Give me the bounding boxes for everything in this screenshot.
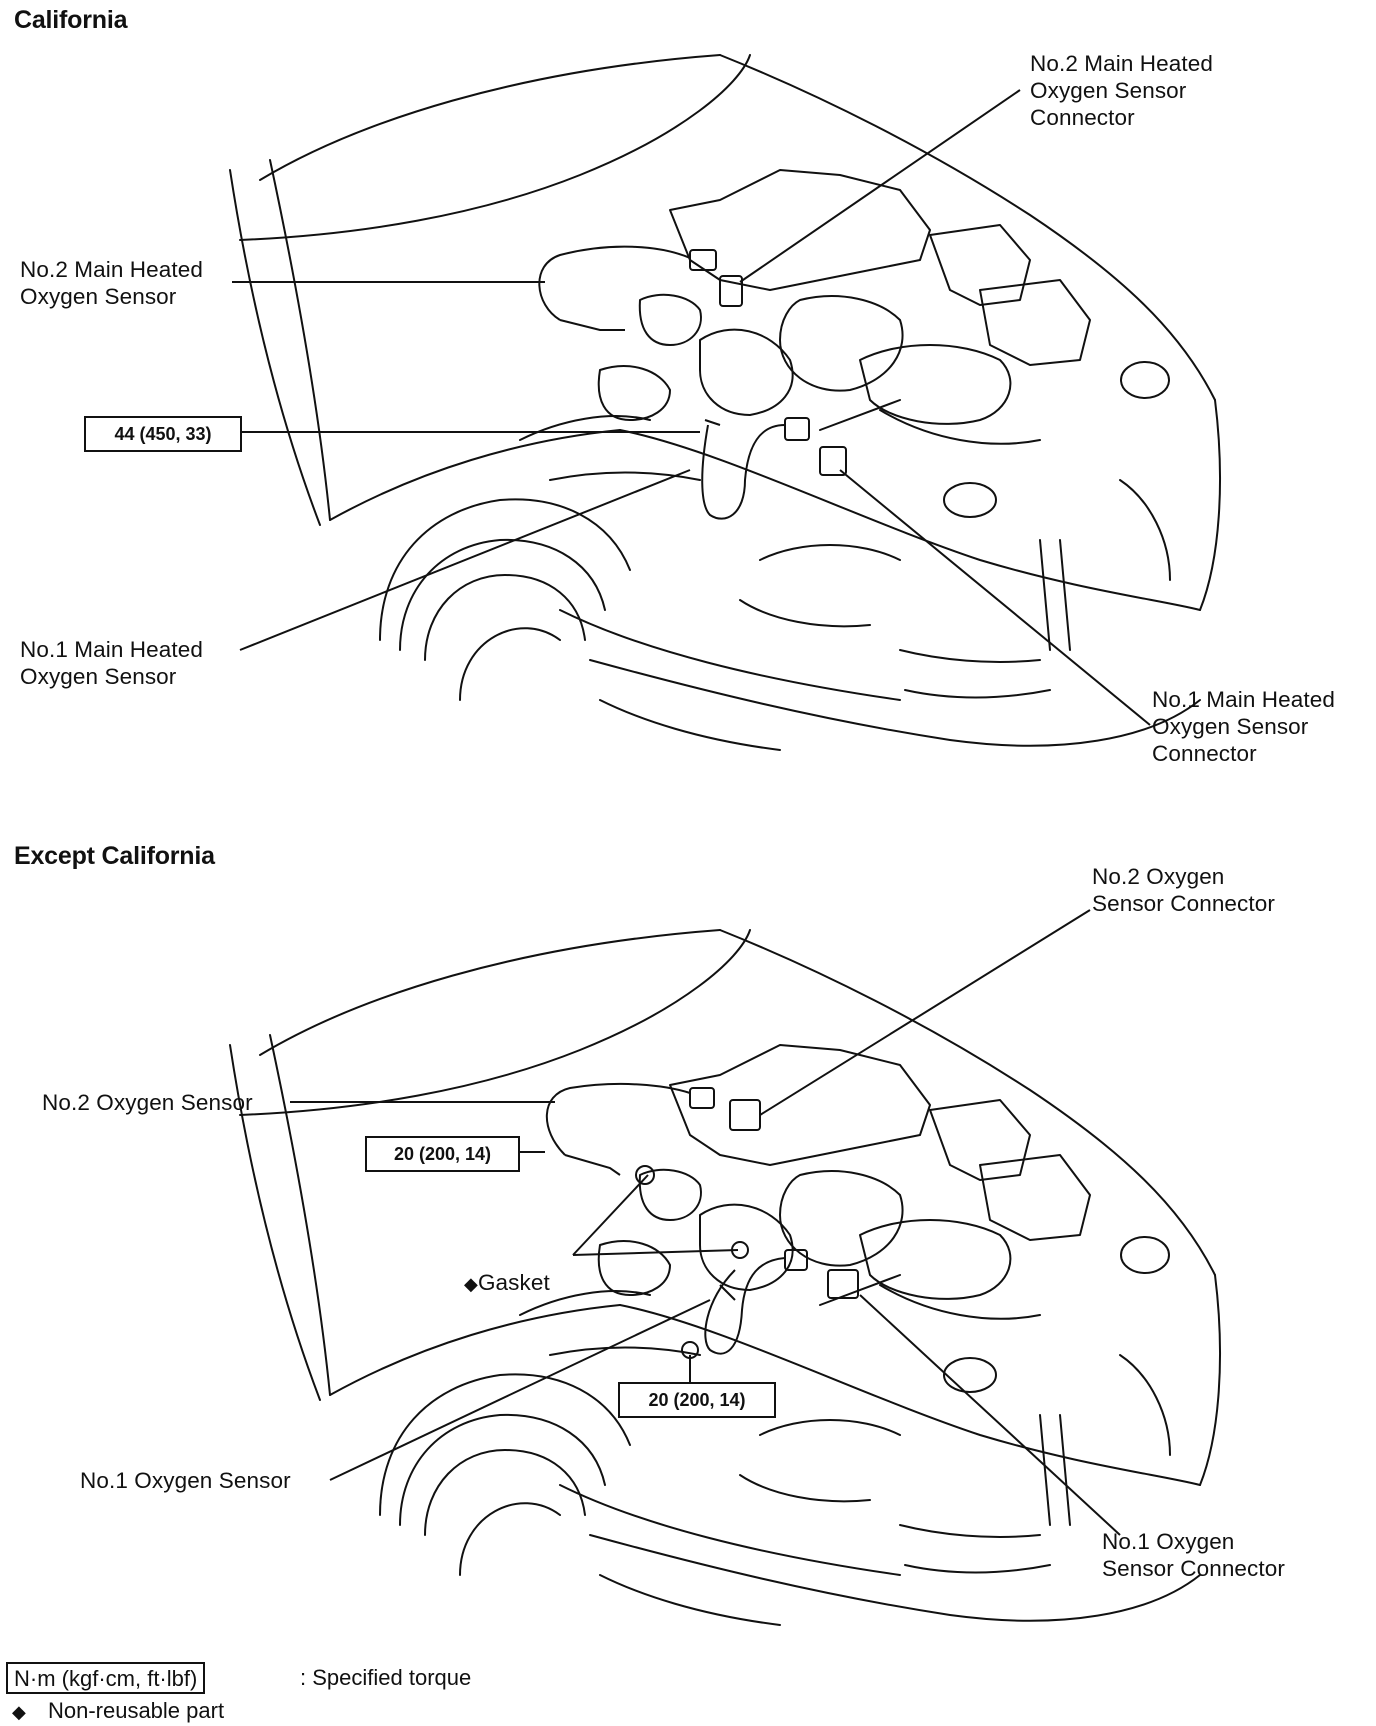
california-torque-spec: 44 (450, 33) bbox=[84, 416, 242, 452]
except-california-car-illustration bbox=[229, 909, 1221, 1626]
except-california-torque-lower: 20 (200, 14) bbox=[618, 1382, 776, 1418]
no2-oxygen-sensor-connector-label: No.2 Oxygen Sensor Connector bbox=[1092, 864, 1275, 916]
no1-oxygen-sensor-connector-label: No.1 Oxygen Sensor Connector bbox=[1102, 1529, 1285, 1581]
no1-main-heated-oxygen-sensor-label: No.1 Main Heated Oxygen Sensor bbox=[20, 637, 203, 689]
legend-nonreusable-description: Non-reusable part bbox=[47, 1698, 225, 1723]
california-car-illustration bbox=[229, 54, 1221, 751]
no1-oxygen-sensor-label: No.1 Oxygen Sensor bbox=[80, 1468, 291, 1493]
legend-torque-unit-box: N·m (kgf·cm, ft·lbf) bbox=[6, 1662, 206, 1694]
legend-torque-description: : Specified torque bbox=[300, 1665, 472, 1690]
no2-main-heated-oxygen-sensor-label: No.2 Main Heated Oxygen Sensor bbox=[20, 257, 203, 309]
california-title: California bbox=[14, 6, 128, 34]
legend-diamond-icon: ◆ bbox=[12, 1702, 26, 1722]
no2-main-heated-oxygen-sensor-connector-label: No.2 Main Heated Oxygen Sensor Connector bbox=[1030, 51, 1213, 130]
no2-oxygen-sensor-label: No.2 Oxygen Sensor bbox=[42, 1090, 253, 1115]
non-reusable-diamond-icon: ◆ bbox=[464, 1274, 478, 1294]
except-california-torque-upper: 20 (200, 14) bbox=[365, 1136, 520, 1172]
no1-main-heated-oxygen-sensor-connector-label: No.1 Main Heated Oxygen Sensor Connector bbox=[1152, 687, 1335, 766]
legend-nonreusable-item: ◆ Non-reusable part bbox=[12, 1696, 224, 1726]
gasket-label: ◆Gasket bbox=[464, 1270, 550, 1295]
except-california-title: Except California bbox=[14, 842, 215, 870]
